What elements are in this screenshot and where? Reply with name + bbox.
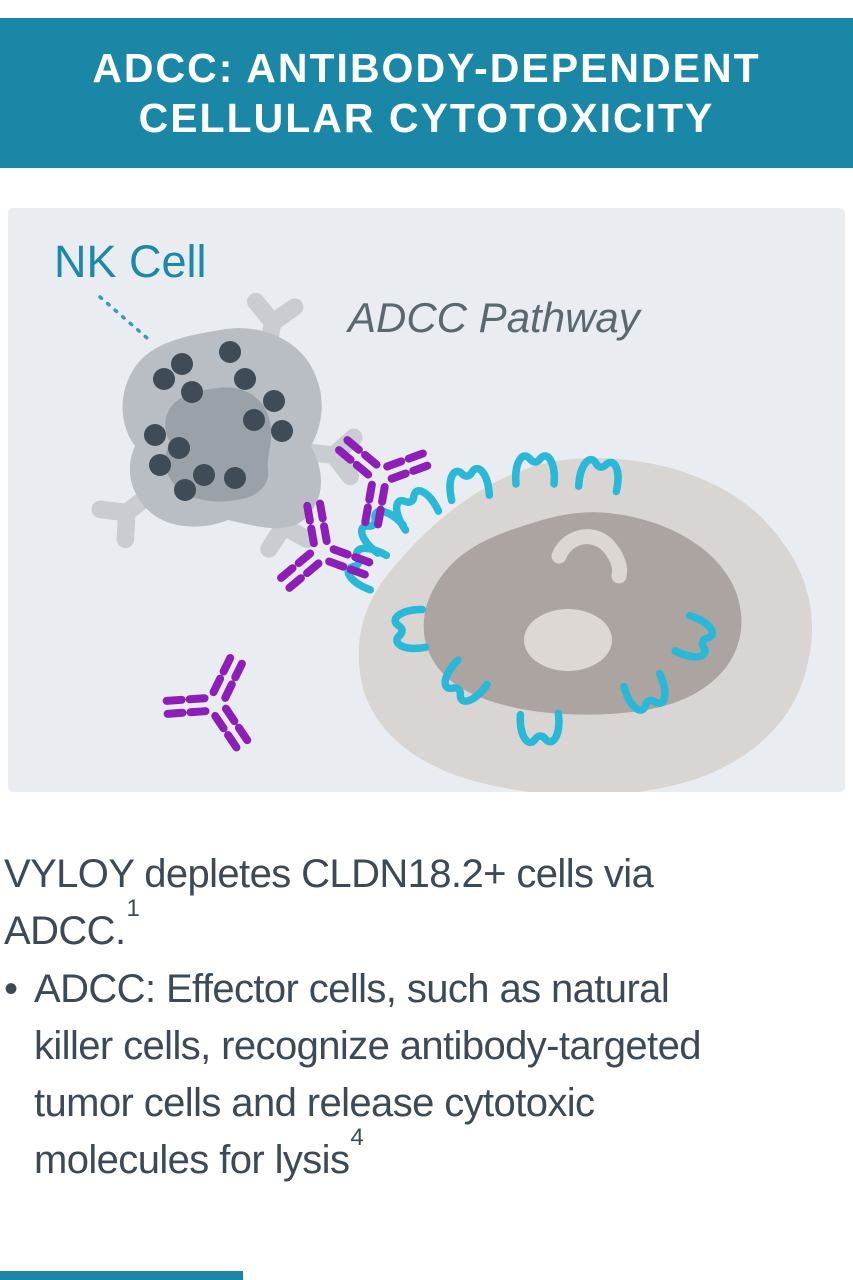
nk-label-leader-line: [98, 295, 149, 340]
granule-dot: [243, 409, 265, 431]
granule-dot: [174, 479, 196, 501]
progress-bar: [0, 1271, 243, 1280]
bullet-text: ADCC: Effector cells, such as natural ki…: [34, 967, 701, 1182]
body-copy: VYLOY depletes CLDN18.2+ cells via ADCC.…: [4, 846, 850, 1189]
bullet-superscript: 4: [350, 1123, 364, 1151]
granule-dot: [271, 420, 293, 442]
granule-dot: [153, 368, 175, 390]
page-title: ADCC: ANTIBODY-DEPENDENT CELLULAR CYTOTO…: [92, 45, 761, 141]
header-banner: ADCC: ANTIBODY-DEPENDENT CELLULAR CYTOTO…: [0, 18, 853, 168]
statement-text: VYLOY depletes CLDN18.2+ cells via ADCC.: [4, 852, 654, 953]
bullet-item: • ADCC: Effector cells, such as natural …: [4, 961, 850, 1189]
granule-dot: [171, 353, 193, 375]
statement-superscript: 1: [126, 894, 140, 922]
granule-dot: [181, 381, 203, 403]
nk-cell-illustration: [100, 300, 355, 549]
tumor-cell-illustration: [345, 456, 813, 792]
nk-granules: [144, 341, 293, 501]
granule-dot: [168, 437, 190, 459]
tumor-cell-nucleolus: [524, 609, 612, 671]
granule-dot: [219, 341, 241, 363]
adcc-pathway-label: ADCC Pathway: [348, 294, 640, 341]
tumor-cell-highlight: [551, 529, 628, 584]
granule-dot: [193, 464, 215, 486]
granule-dot: [149, 454, 171, 476]
granule-dot: [224, 467, 246, 489]
granule-dot: [234, 368, 256, 390]
nk-cell-label: NK Cell: [54, 236, 207, 287]
granule-dot: [144, 424, 166, 446]
statement: VYLOY depletes CLDN18.2+ cells via ADCC.…: [4, 846, 850, 960]
adcc-pathway-illustration: [8, 208, 813, 792]
antibody-icon: [164, 657, 248, 752]
adcc-illustration-panel: NK Cell ADCC Pathway: [8, 208, 845, 792]
granule-dot: [263, 390, 285, 412]
bullet-marker: •: [4, 967, 18, 1011]
bullet-text-wrap: ADCC: Effector cells, such as natural ki…: [34, 961, 701, 1189]
